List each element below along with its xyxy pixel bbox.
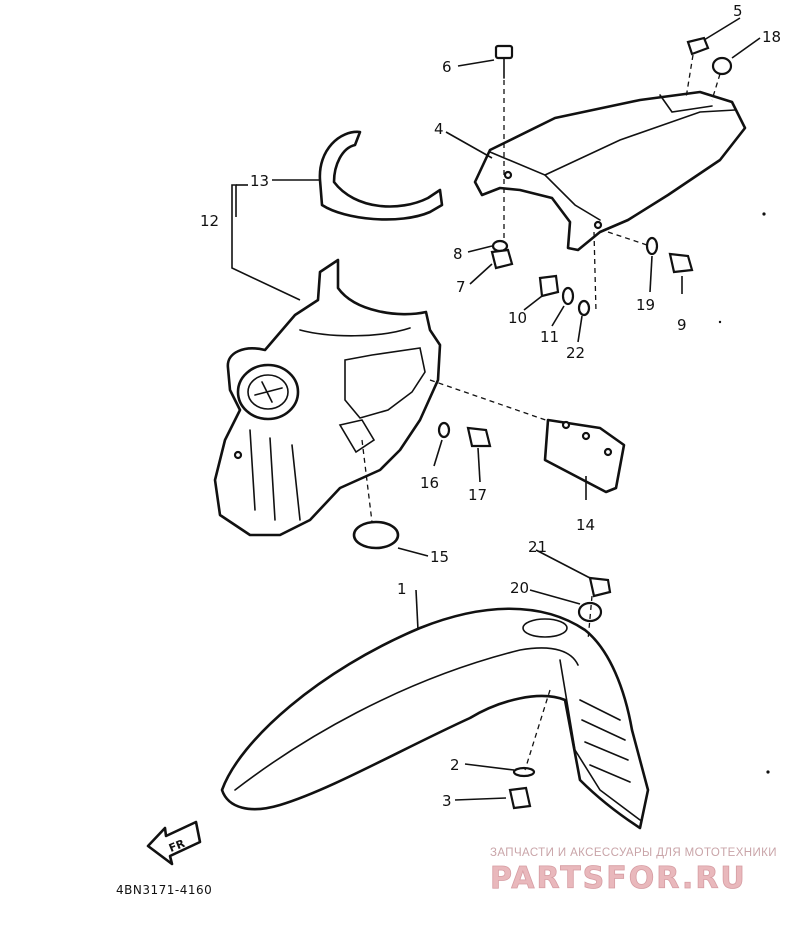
callout-18: 18 [762, 28, 781, 46]
callout-2: 2 [450, 756, 460, 774]
bolt-part-3 [508, 786, 532, 810]
callout-6: 6 [442, 58, 452, 76]
washer-part-16 [437, 421, 451, 439]
callout-5: 5 [733, 2, 743, 20]
cap-part-5 [686, 36, 710, 56]
callout-13: 13 [250, 172, 269, 190]
callout-labels: 1 2 3 4 5 6 7 8 9 10 11 12 13 14 15 16 1… [200, 2, 781, 810]
callout-12: 12 [200, 212, 219, 230]
reflector-plate-part-14 [543, 418, 626, 494]
screw-part-17 [466, 426, 492, 448]
callout-11: 11 [540, 328, 559, 346]
front-direction-arrow-icon: FR [146, 820, 202, 866]
bolt-part-21 [588, 576, 612, 598]
front-arrow-label: FR [167, 837, 187, 855]
callout-7: 7 [456, 278, 466, 296]
callout-22: 22 [566, 344, 585, 362]
washer-part-22 [577, 299, 591, 317]
collar-part-19 [645, 236, 659, 256]
callout-17: 17 [468, 486, 487, 504]
collar-part-20 [577, 601, 603, 623]
scan-specks [718, 212, 770, 774]
bolt-part-9 [668, 252, 694, 274]
nut-part-7 [490, 248, 514, 270]
callout-8: 8 [453, 245, 463, 263]
washer-part-11 [561, 286, 575, 306]
rear-fender-bracket-part-4 [473, 90, 747, 252]
callout-3: 3 [442, 792, 452, 810]
callout-20: 20 [510, 579, 529, 597]
bolt-part-6 [494, 44, 514, 79]
watermark: ЗАПЧАСТИ И АКСЕССУАРЫ ДЛЯ МОТОТЕХНИКИ PA… [490, 847, 777, 896]
nut-part-10 [538, 274, 560, 298]
grommet-part-18 [711, 56, 733, 76]
leader-lines [231, 17, 761, 801]
callout-19: 19 [636, 296, 655, 314]
catalog-code: 4BN3171-4160 [116, 883, 212, 897]
washer-part-2 [512, 766, 536, 778]
watermark-brand: PARTSFOR.RU [490, 861, 747, 896]
callout-4: 4 [434, 120, 444, 138]
callout-16: 16 [420, 474, 439, 492]
watermark-tagline: ЗАПЧАСТИ И АКСЕССУАРЫ ДЛЯ МОТОТЕХНИКИ [490, 847, 777, 859]
callout-10: 10 [508, 309, 527, 327]
headlight-stay-part-13 [318, 130, 444, 221]
number-plate-shroud-part-12 [213, 258, 442, 537]
callout-15: 15 [430, 548, 449, 566]
front-fender-part-1 [220, 607, 650, 830]
callout-9: 9 [677, 316, 687, 334]
callout-21: 21 [528, 538, 547, 556]
grommet-part-15 [352, 520, 400, 550]
callout-1: 1 [397, 580, 407, 598]
callout-14: 14 [576, 516, 595, 534]
